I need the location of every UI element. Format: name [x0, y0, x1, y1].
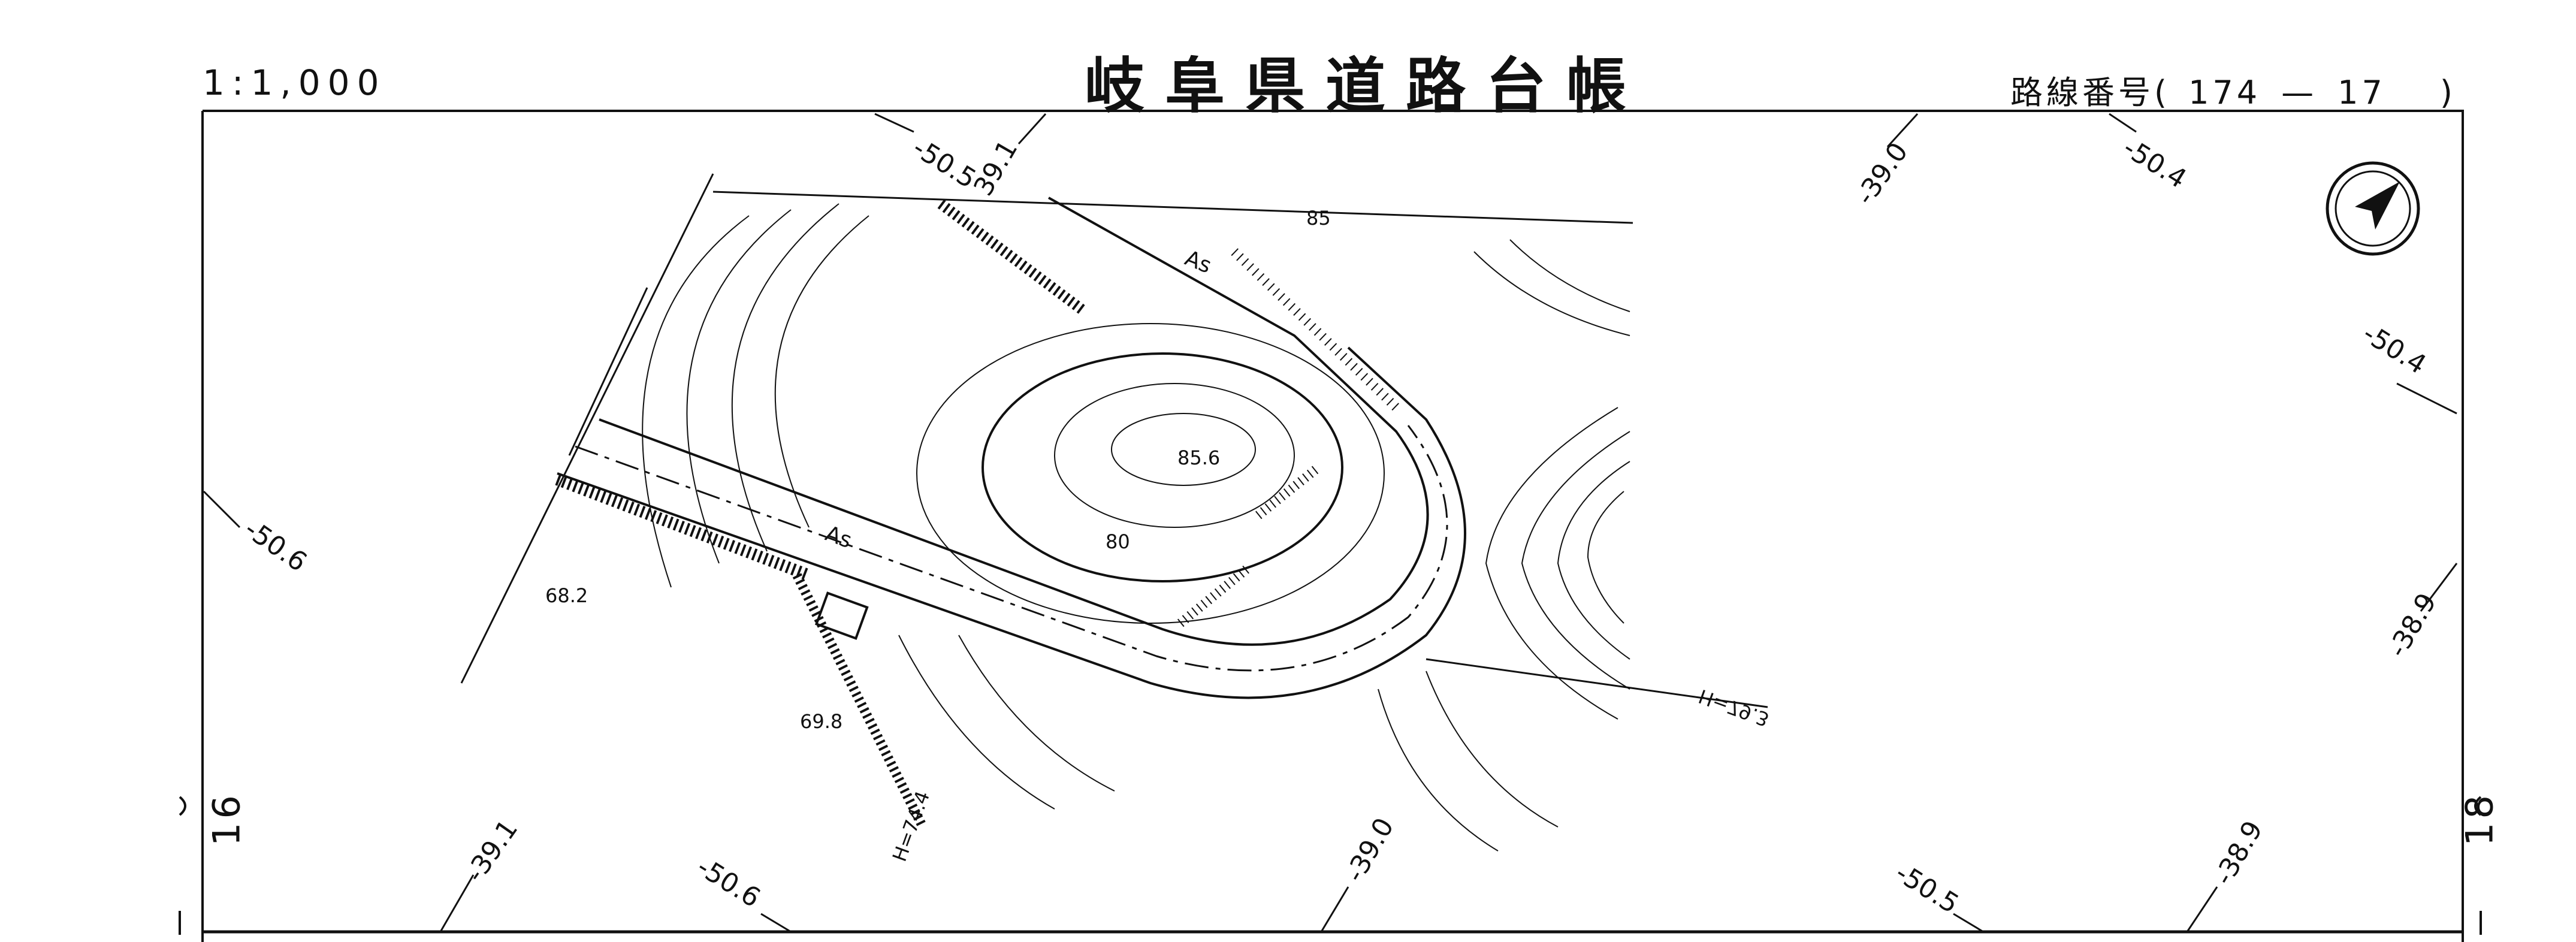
spot-heights: 85.6 68.2 69.8: [545, 446, 1220, 733]
road: [555, 197, 1768, 829]
route-close-paren: ): [2439, 74, 2456, 111]
grid-label-9: -50.6: [691, 852, 766, 914]
height-labels: H=79.3 H=74.4: [888, 684, 1772, 864]
north-arrow-icon: [2326, 161, 2420, 256]
grid-label-3: -39.0: [1850, 137, 1914, 211]
grid-label-5: -50.4: [2357, 318, 2432, 381]
grid-label-10: -39.0: [1339, 813, 1400, 887]
spot-height-west: 68.2: [545, 584, 588, 607]
contour-lines: [642, 203, 1630, 852]
route-label: 路線番号(: [2010, 74, 2171, 111]
grid-label-7: -38.9: [2382, 588, 2442, 662]
sheet-title: 岐阜県道路台帳: [1085, 51, 1647, 121]
grid-label-6: -50.6: [239, 514, 313, 578]
grid-ticks: [203, 113, 2458, 933]
height-label-east: H=79.3: [1696, 684, 1772, 730]
height-label-south: H=74.4: [888, 788, 934, 865]
route-number-field: 路線番号( 174 — 17): [2010, 66, 2456, 113]
contour-label-85: 85: [1306, 207, 1331, 230]
grid-label-12: -38.9: [2208, 816, 2269, 890]
grid-coordinate-labels: -50.5 39.1 -39.0 -50.4 -50.4 -50.6 -38.9…: [239, 132, 2443, 920]
route-number: 174: [2188, 74, 2261, 111]
grid-label-8: -39.1: [460, 814, 524, 888]
route-separator: —: [2281, 74, 2318, 111]
sheet-tick-marks: [179, 796, 2482, 935]
grid-label-4: -50.4: [2118, 132, 2192, 195]
map-scale: 1:1,000: [203, 62, 386, 103]
spot-height-south: 69.8: [800, 710, 842, 733]
survey-boundary: [460, 173, 1633, 684]
grid-label-11: -50.5: [1890, 858, 1964, 920]
map-frame: [201, 110, 2464, 942]
contour-label-80: 80: [1106, 530, 1130, 553]
spot-height-summit: 85.6: [1177, 446, 1220, 469]
road-surface-label-north: As: [1182, 246, 1215, 278]
contour-labels: 80 85: [1106, 207, 1331, 553]
route-section: 17: [2338, 74, 2386, 111]
road-surface-label-west: As: [822, 521, 855, 553]
